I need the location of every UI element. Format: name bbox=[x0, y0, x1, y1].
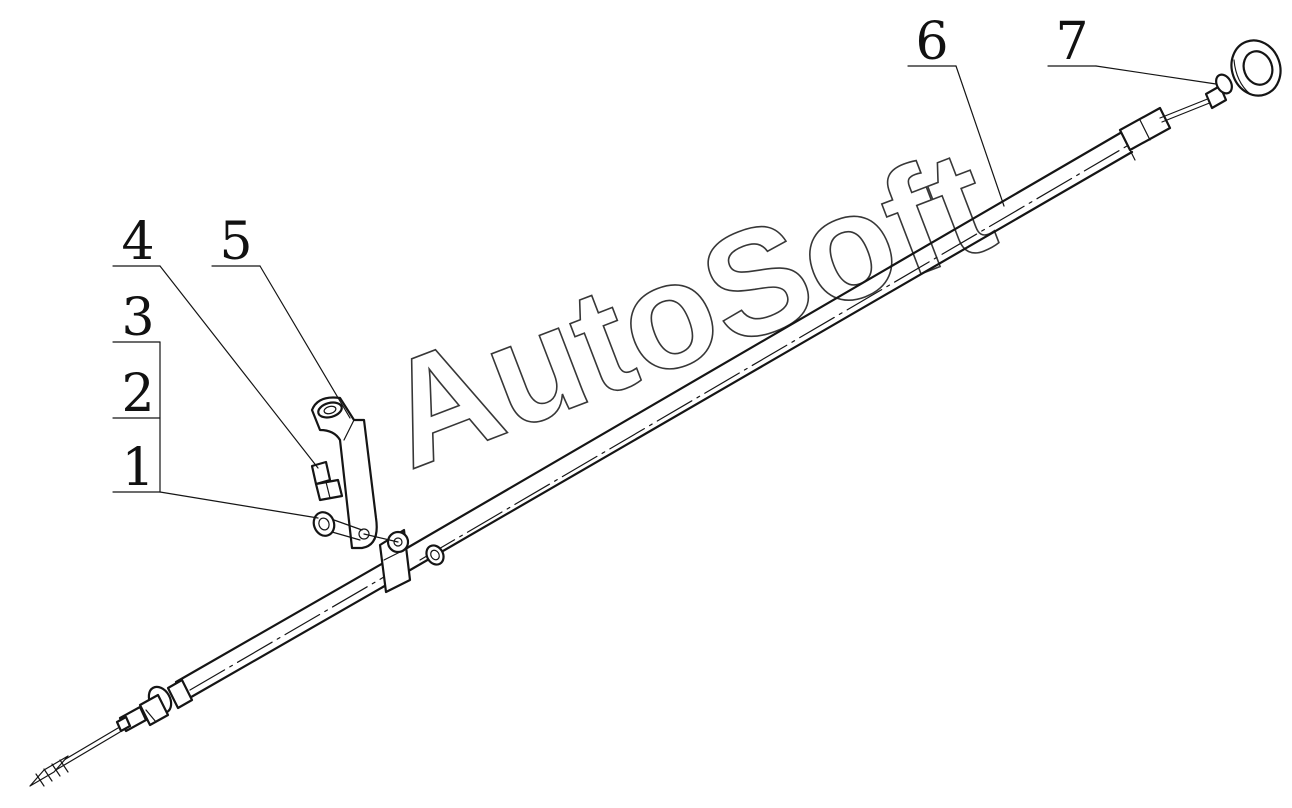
callout-3: 3 bbox=[121, 288, 154, 348]
bolt bbox=[310, 460, 344, 502]
dipstick-tube bbox=[29, 106, 1172, 787]
dipstick-handle bbox=[1159, 39, 1282, 123]
callout-6: 6 bbox=[915, 12, 948, 72]
mounting-bracket bbox=[310, 396, 399, 550]
callout-numbers: 1 2 3 4 5 6 7 bbox=[121, 12, 1088, 498]
watermark-text: AutoSoft bbox=[361, 116, 1012, 500]
tube-clamp bbox=[378, 528, 445, 594]
callout-7: 7 bbox=[1055, 12, 1088, 72]
callout-5: 5 bbox=[219, 212, 252, 272]
callout-4: 4 bbox=[121, 212, 154, 272]
callout-1: 1 bbox=[121, 438, 154, 498]
nut-washer bbox=[312, 511, 363, 541]
leader-lines bbox=[112, 65, 1217, 519]
watermark: AutoSoft bbox=[360, 115, 1013, 500]
callout-2: 2 bbox=[121, 364, 154, 424]
